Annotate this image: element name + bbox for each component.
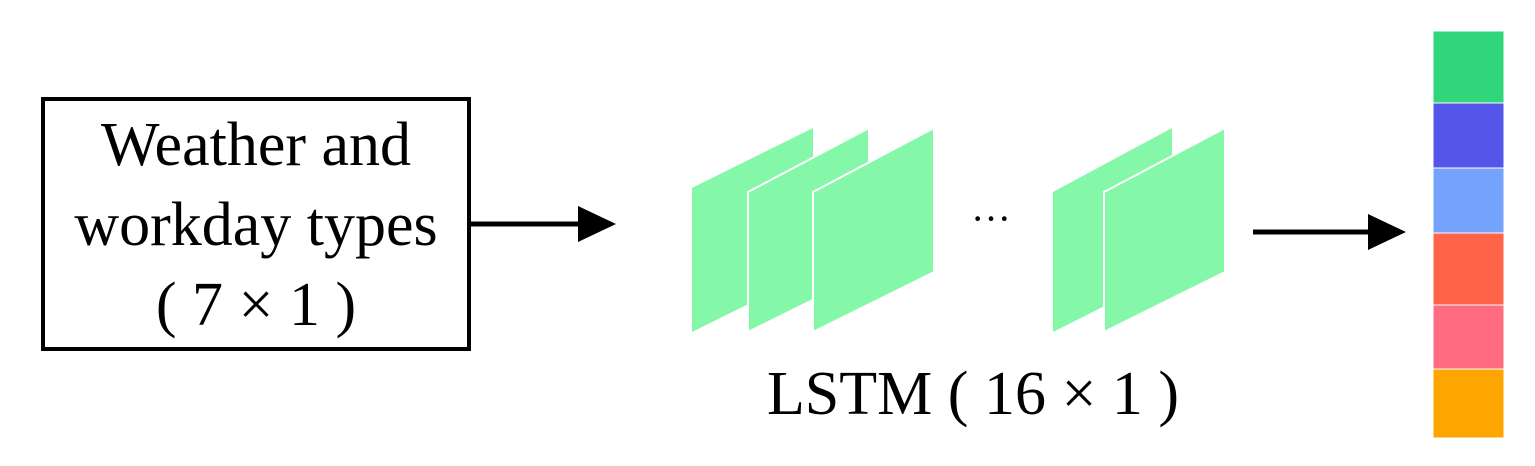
input-box-line3: ( 7 × 1 )	[156, 271, 356, 339]
lstm-layer-5	[1103, 126, 1226, 334]
arrow-lstm-to-output	[1253, 214, 1406, 250]
lstm-label: LSTM ( 16 × 1 )	[767, 360, 1179, 428]
output-cell-3	[1432, 167, 1505, 234]
output-cell-6	[1432, 368, 1505, 439]
output-cell-5	[1432, 304, 1505, 370]
lstm-layer-3	[812, 126, 935, 334]
input-box-border	[41, 97, 471, 351]
output-cell-4	[1432, 232, 1505, 306]
arrow-head	[578, 206, 616, 242]
output-cell-1	[1432, 30, 1505, 104]
input-box-line2: workday types	[74, 191, 437, 259]
arrow-input-to-lstm	[469, 206, 616, 242]
lstm-layers: ···	[692, 126, 1226, 334]
lstm-ellipsis: ···	[971, 196, 1011, 241]
output-cell-2	[1432, 102, 1505, 169]
output-vector	[1432, 30, 1505, 439]
input-box: Weather and workday types ( 7 × 1 )	[41, 97, 471, 351]
arrow-head	[1368, 214, 1406, 250]
input-box-line1: Weather and	[101, 111, 411, 179]
